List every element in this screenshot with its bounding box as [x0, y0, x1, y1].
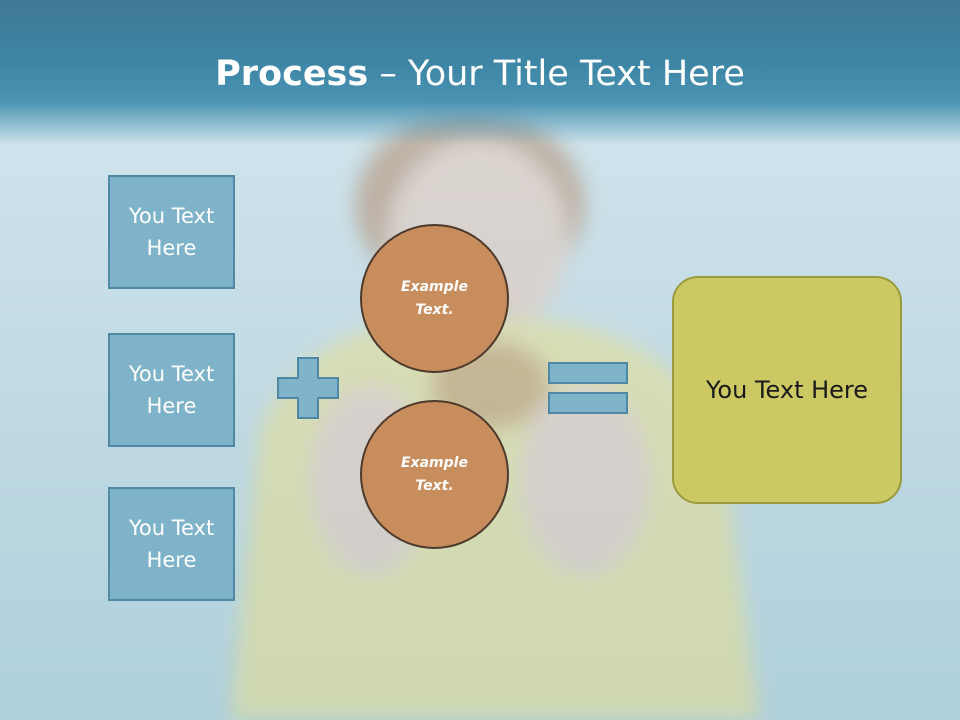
text-box-label: You Text Here [116, 200, 227, 264]
text-box-1: You Text Here [108, 175, 235, 289]
equals-icon [548, 362, 628, 414]
circle-label: Example Text. [392, 452, 477, 498]
result-label: You Text Here [706, 376, 868, 404]
title-rest: – Your Title Text Here [368, 54, 745, 94]
plus-icon [277, 357, 339, 419]
text-box-3: You Text Here [108, 487, 235, 601]
circle-2: Example Text. [360, 400, 509, 549]
text-box-label: You Text Here [116, 358, 227, 422]
page-title: Process – Your Title Text Here [0, 50, 960, 98]
result-box: You Text Here [672, 276, 902, 504]
text-box-2: You Text Here [108, 333, 235, 447]
title-strong: Process [215, 54, 368, 94]
circle-label: Example Text. [392, 276, 477, 322]
text-box-label: You Text Here [116, 512, 227, 576]
circle-1: Example Text. [360, 224, 509, 373]
